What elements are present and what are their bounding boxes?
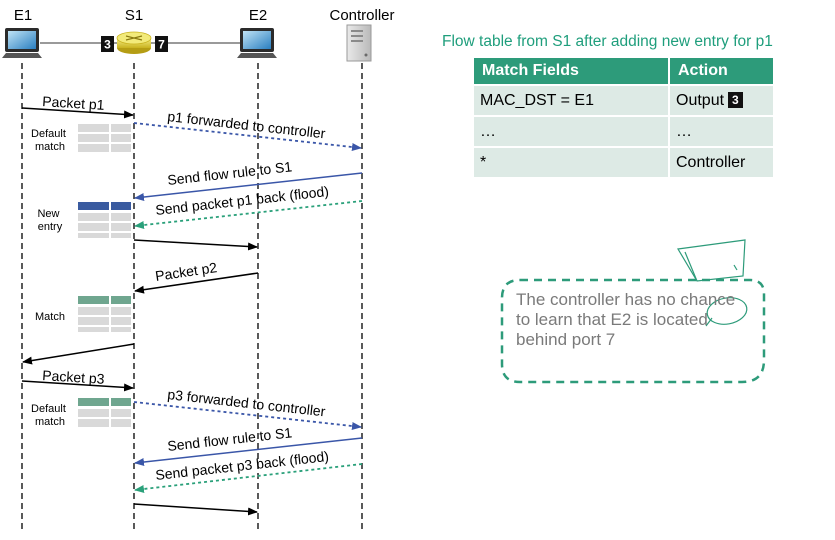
flow-table-header-row: Match Fields Action: [474, 58, 773, 84]
header-action: Action: [670, 58, 773, 84]
cell-match: …: [474, 117, 670, 146]
arrow-packet-p3: [21, 380, 134, 392]
cell-match: MAC_DST = E1: [474, 86, 670, 115]
arrow-flow-rule-2: [134, 437, 363, 466]
node-label-s1: S1: [125, 7, 143, 24]
node-label-e1: E1: [14, 7, 32, 24]
port-badge-7: 7: [155, 36, 168, 52]
label-packet-p1: Packet p1: [42, 93, 105, 113]
arrow-p1-back: [134, 200, 363, 229]
table-row: * Controller: [474, 148, 773, 177]
label-p1-forwarded: p1 forwarded to controller: [167, 108, 327, 141]
note-box: [500, 278, 766, 384]
label-send-rule-1: Send flow rule to S1: [167, 158, 294, 188]
arrow-packet-p1: [21, 107, 134, 119]
label-default-match-1: Default match: [31, 128, 69, 153]
mini-flow-table-default-2: [78, 398, 131, 427]
action-text: Output: [676, 91, 725, 109]
arrow-p3-to-controller: [133, 401, 362, 430]
port-badge: 3: [728, 91, 743, 108]
notepad-sketch-icon: [677, 239, 748, 327]
label-packet-p3: Packet p3: [42, 367, 105, 387]
cell-match: *: [474, 148, 670, 177]
host-computer-icon: [237, 28, 277, 58]
mini-flow-table-match: [78, 296, 131, 332]
cell-action: Controller: [670, 148, 773, 177]
arrow-s1-to-e2-1: [133, 239, 258, 251]
arrow-p1-to-controller: [133, 122, 362, 151]
port-label-3: 3: [104, 38, 111, 52]
server-icon: [346, 24, 372, 62]
arrow-s1-to-e2-2: [133, 503, 258, 516]
arrow-flow-rule-1: [134, 172, 363, 201]
label-match: Match: [35, 311, 65, 323]
mini-flow-table-default-1: [78, 124, 131, 152]
mini-flow-table-new-entry: [78, 202, 131, 238]
flow-table-title: Flow table from S1 after adding new entr…: [442, 33, 773, 50]
label-send-back-p1: Send packet p1 back (flood): [155, 183, 330, 218]
node-label-e2: E2: [249, 7, 267, 24]
label-default-match-2: Default match: [31, 403, 69, 428]
switch-icon: [116, 31, 152, 54]
arrow-packet-p2: [134, 272, 259, 294]
port-badge-3: 3: [101, 36, 114, 52]
port-label-7: 7: [158, 38, 165, 52]
note-text: The controller has no chance to learn th…: [516, 290, 736, 349]
label-send-rule-2: Send flow rule to S1: [167, 424, 294, 454]
host-computer-icon: [2, 28, 42, 58]
arrow-p3-back: [134, 463, 363, 493]
header-match-fields: Match Fields: [474, 58, 670, 84]
cell-action: …: [670, 117, 773, 146]
label-p3-forwarded: p3 forwarded to controller: [167, 386, 327, 419]
node-label-controller: Controller: [329, 7, 394, 24]
table-row: … …: [474, 117, 773, 146]
arrow-s1-to-e1: [22, 343, 135, 365]
label-new-entry: New entry: [37, 208, 62, 233]
